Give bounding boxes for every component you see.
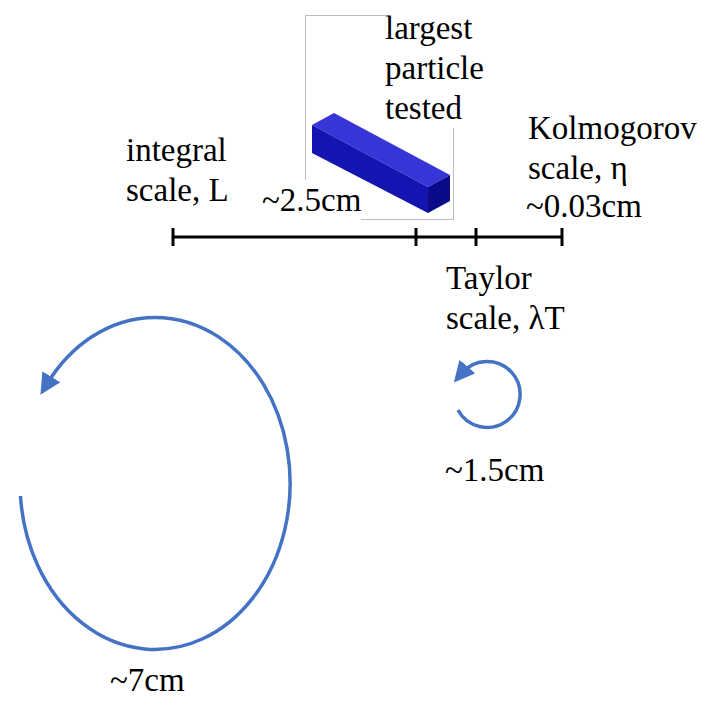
scale-bar	[172, 228, 563, 246]
scale-label: Taylor scale, λT	[446, 258, 591, 338]
dimension-label: ~0.03cm	[526, 186, 642, 226]
dimension-label: ~2.5cm	[262, 180, 361, 220]
scale-label: Kolmogorov scale, η	[528, 108, 716, 188]
dimension-label: ~1.5cm	[445, 450, 544, 490]
dimension-label: ~7cm	[110, 660, 185, 700]
small-eddy	[458, 361, 520, 427]
scale-label: integral scale, L	[126, 130, 258, 210]
particle-label: largest particle tested	[385, 8, 497, 128]
large-eddy	[21, 317, 291, 649]
